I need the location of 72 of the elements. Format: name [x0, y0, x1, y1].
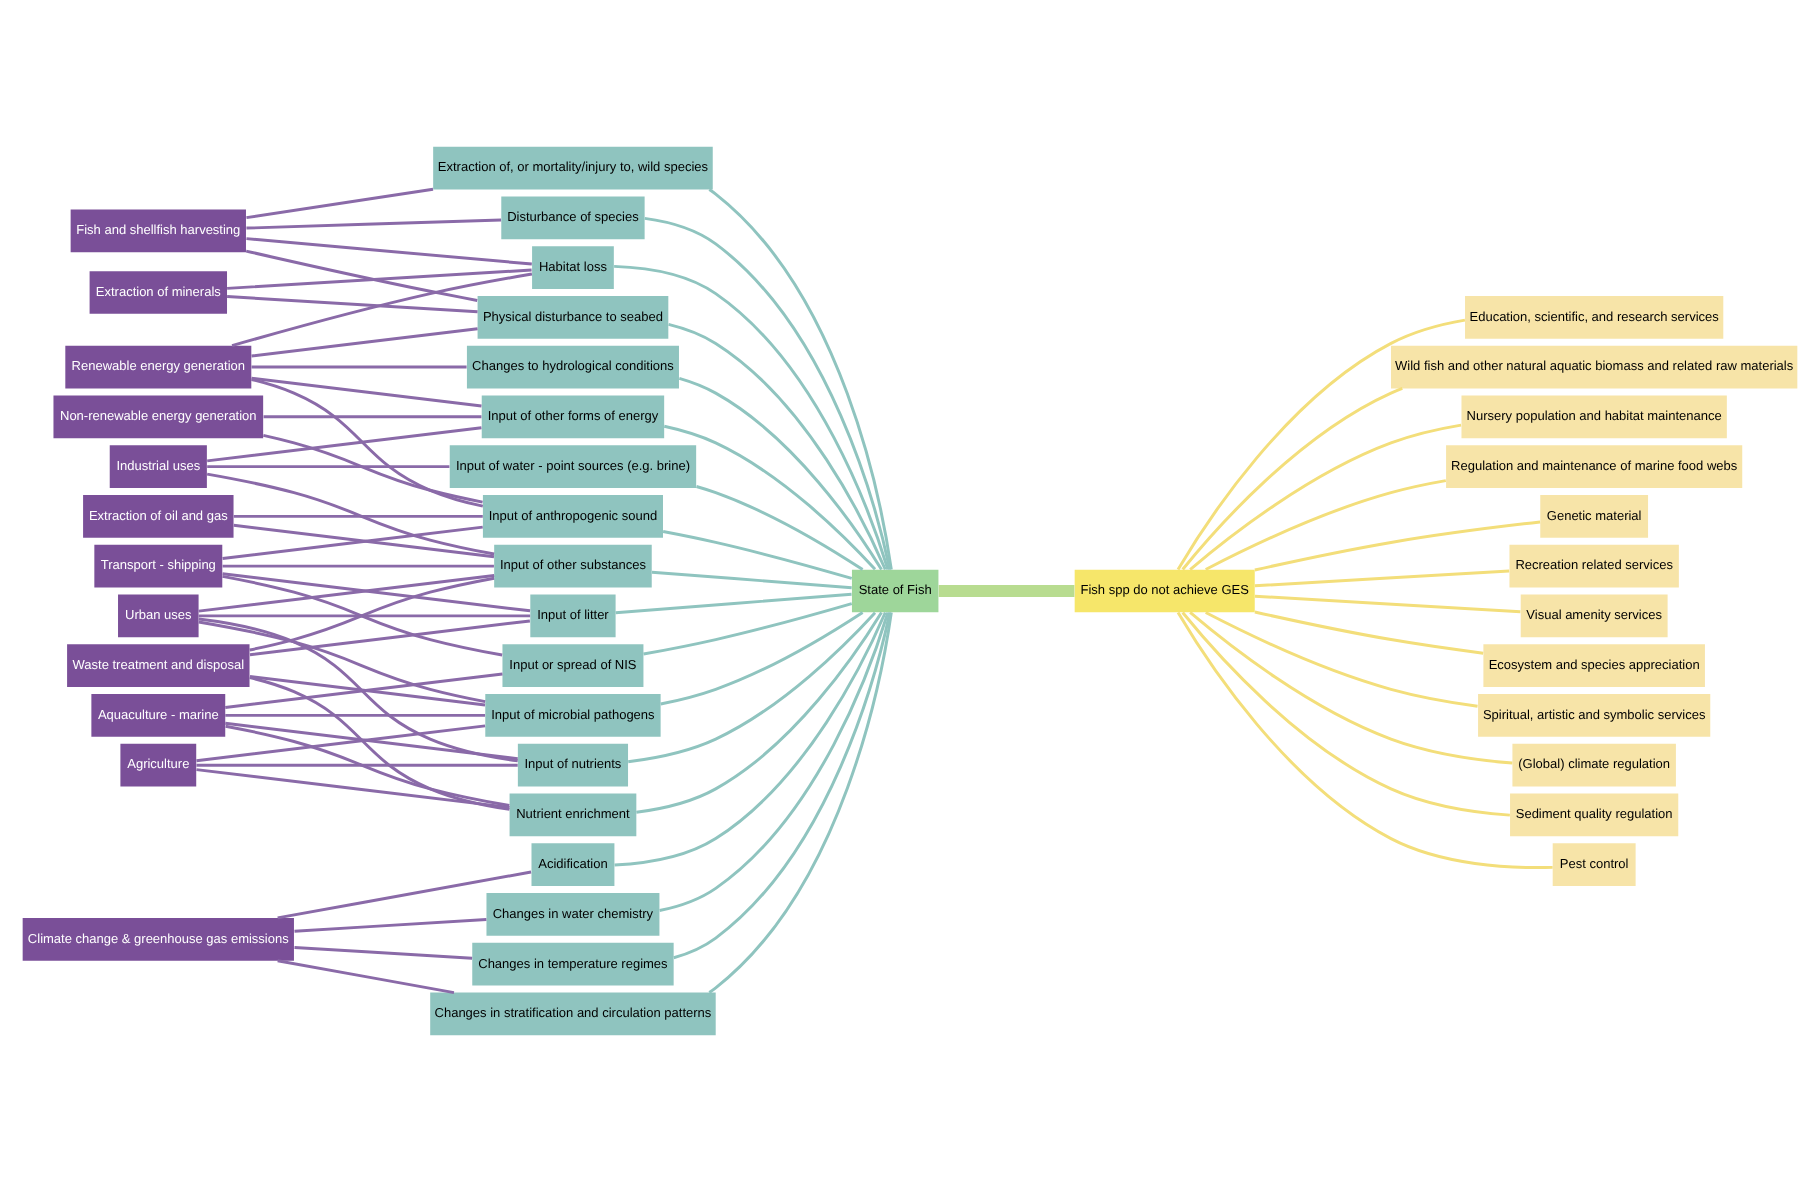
connector — [251, 327, 478, 358]
connector — [1176, 611, 1553, 870]
connector — [294, 918, 487, 933]
connector — [263, 415, 482, 419]
connector — [249, 675, 486, 707]
connector — [245, 249, 478, 302]
connector — [277, 959, 455, 995]
connector — [198, 617, 518, 763]
connector — [1205, 611, 1478, 708]
connector — [251, 376, 482, 408]
connector — [614, 264, 890, 570]
connector — [249, 619, 531, 657]
connector — [225, 724, 510, 807]
connector — [660, 611, 864, 706]
connector — [246, 218, 502, 230]
connector — [628, 611, 877, 764]
connector — [678, 376, 883, 571]
connector — [251, 365, 467, 369]
connector — [1254, 520, 1541, 572]
connector — [263, 434, 483, 504]
connector — [198, 620, 486, 704]
connector — [196, 768, 510, 809]
connector — [294, 945, 473, 960]
connector — [643, 602, 853, 656]
connector — [206, 472, 495, 556]
connector — [651, 570, 852, 590]
connector — [246, 237, 532, 266]
connector — [662, 530, 853, 580]
connector — [251, 378, 484, 508]
connector — [207, 465, 450, 469]
connector — [615, 592, 852, 615]
connector — [659, 612, 890, 912]
connector — [708, 612, 893, 994]
connector — [1254, 569, 1510, 588]
connector — [233, 523, 495, 559]
connector — [207, 426, 482, 463]
connector — [198, 574, 495, 613]
connector — [222, 564, 494, 568]
connector — [673, 612, 892, 960]
connector — [1254, 610, 1484, 655]
connector — [249, 576, 495, 652]
connector — [1181, 387, 1403, 571]
connector — [1189, 423, 1462, 571]
connector — [225, 672, 503, 709]
connector — [227, 268, 532, 290]
connector — [222, 525, 483, 560]
connector — [225, 721, 518, 761]
connector — [198, 614, 531, 618]
connector — [225, 713, 486, 717]
connector — [668, 322, 887, 571]
connector — [196, 724, 486, 763]
connector — [1176, 318, 1466, 571]
connector — [1181, 611, 1510, 817]
connector — [231, 272, 533, 348]
connector — [636, 611, 883, 814]
connector — [696, 485, 864, 571]
connector — [644, 216, 892, 570]
connector — [663, 424, 877, 571]
connector — [246, 187, 434, 220]
connector — [233, 514, 483, 518]
connector — [938, 585, 1075, 597]
connector — [1254, 594, 1521, 614]
connector — [196, 763, 518, 767]
connector — [249, 676, 510, 811]
connector — [614, 611, 887, 867]
connector — [708, 188, 893, 570]
connector — [222, 572, 531, 613]
connector — [227, 295, 478, 314]
connector — [1189, 611, 1513, 765]
connector — [222, 574, 503, 657]
connector — [1205, 479, 1447, 571]
connector — [277, 870, 532, 920]
